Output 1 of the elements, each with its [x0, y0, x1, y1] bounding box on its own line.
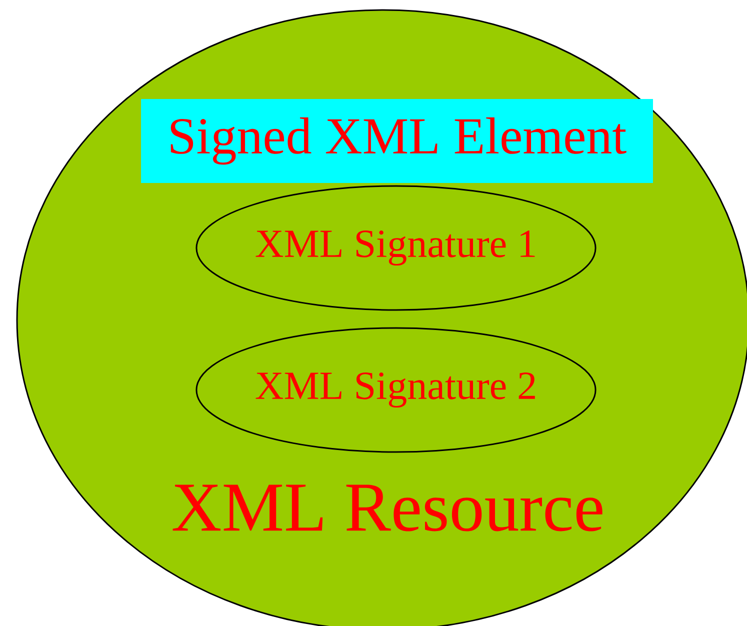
element-box: Signed XML Element [141, 99, 653, 183]
